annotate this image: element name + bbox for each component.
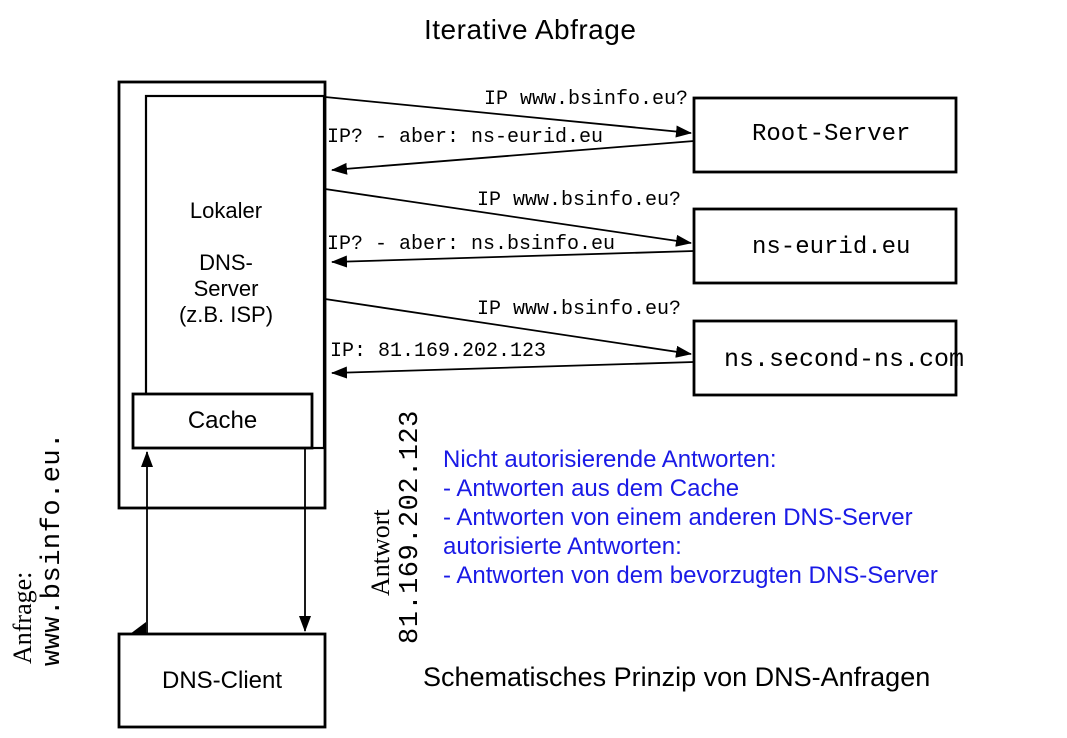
response3-label: IP: 81.169.202.123 bbox=[330, 340, 547, 363]
note-line4: autorisierte Antworten: bbox=[443, 533, 682, 560]
antwort-value: 81.169.202.123 bbox=[396, 410, 426, 644]
dns-client-box bbox=[117, 632, 327, 729]
page-title: Iterative Abfrage bbox=[424, 14, 637, 45]
answer-notes: Nicht autorisierende Antworten: - Antwor… bbox=[443, 445, 938, 590]
local-dns-line1: Lokaler bbox=[189, 198, 263, 223]
note-line1: Nicht autorisierende Antworten: bbox=[443, 446, 777, 473]
root-server-label: Root-Server bbox=[752, 121, 911, 148]
local-dns-line2: DNS- bbox=[199, 250, 253, 275]
query3-arrow bbox=[324, 298, 692, 358]
ns-eurid-box bbox=[692, 207, 958, 285]
response3-arrow bbox=[331, 361, 695, 379]
query3-label: IP www.bsinfo.eu? bbox=[477, 298, 682, 321]
note-line5: - Antworten von dem bevorzugten DNS-Serv… bbox=[443, 562, 938, 589]
local-dns-line4: (z.B. ISP) bbox=[178, 302, 274, 327]
ns-eurid-label: ns-eurid.eu bbox=[752, 234, 911, 261]
response2-arrow bbox=[331, 250, 695, 268]
response2-label: IP? - aber: ns.bsinfo.eu bbox=[327, 233, 616, 256]
local-dns-line3: Server bbox=[193, 276, 259, 301]
response1-arrow bbox=[331, 140, 695, 175]
query1-label: IP www.bsinfo.eu? bbox=[484, 88, 689, 111]
ns-second-ns-box bbox=[692, 319, 958, 397]
root-server-box bbox=[692, 96, 958, 174]
cache-label: Cache bbox=[187, 407, 258, 434]
anfrage-label: Anfrage: bbox=[8, 571, 37, 664]
ns-second-ns-label: ns.second-ns.com bbox=[724, 345, 965, 374]
query2-arrow bbox=[324, 188, 692, 247]
answer-arrowhead bbox=[130, 622, 146, 634]
response1-label: IP? - aber: ns-eurid.eu bbox=[327, 126, 604, 149]
diagram-caption: Schematisches Prinzip von DNS-Anfragen bbox=[423, 662, 931, 692]
query2-label: IP www.bsinfo.eu? bbox=[477, 189, 682, 212]
anfrage-value: www.bsinfo.eu. bbox=[38, 432, 68, 666]
antwort-label: Antwort bbox=[366, 509, 395, 596]
dns-client-label: DNS-Client bbox=[161, 667, 283, 694]
local-dns-label: Lokaler DNS- Server (z.B. ISP) bbox=[146, 198, 306, 328]
note-line2: - Antworten aus dem Cache bbox=[443, 475, 740, 502]
query1-arrow bbox=[324, 96, 692, 138]
cache-box bbox=[131, 392, 314, 450]
note-line3: - Antworten von einem anderen DNS-Server bbox=[443, 504, 913, 531]
